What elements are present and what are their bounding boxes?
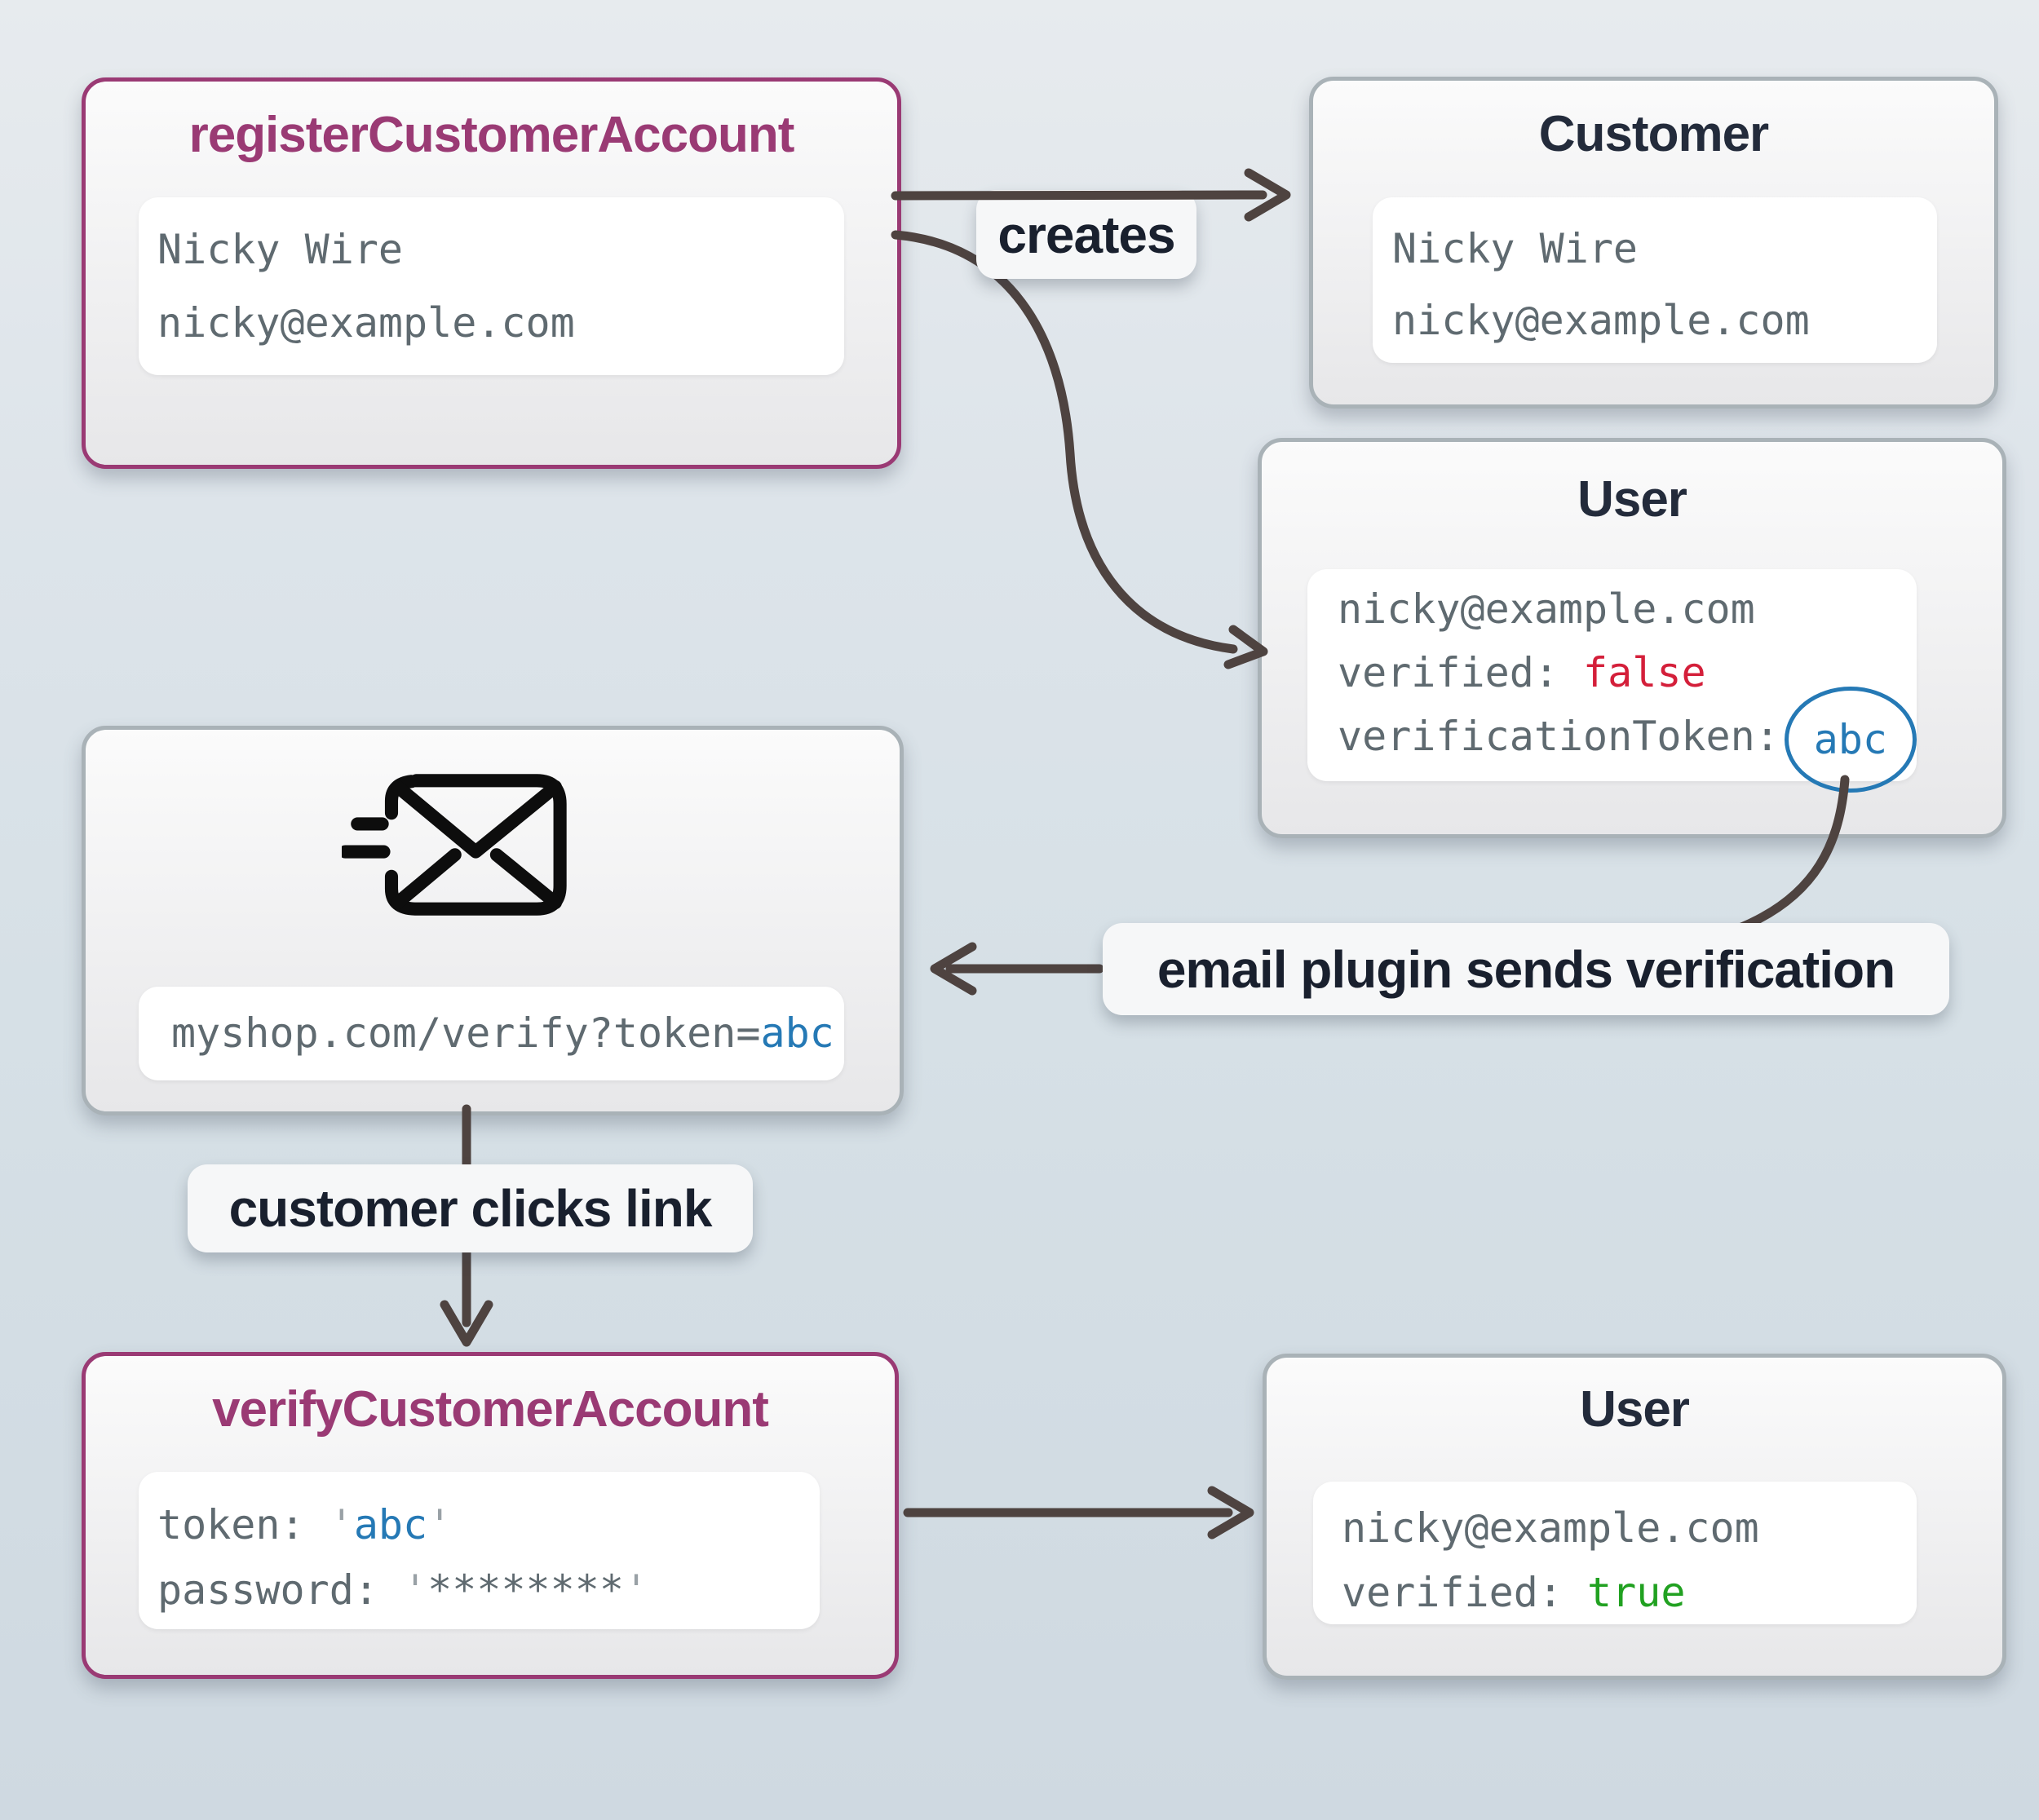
user-verified-payload: nicky@example.com verified: true	[1313, 1482, 1917, 1624]
register-card-title: registerCustomerAccount	[188, 107, 795, 163]
customer-card-payload: Nicky Wire nicky@example.com	[1373, 197, 1937, 363]
email-plugin-label: email plugin sends verification	[1103, 923, 1949, 1015]
arrowhead-verify-to-user	[1207, 1486, 1254, 1539]
verified-true-value: true	[1587, 1569, 1686, 1616]
user-verified-email-value: nicky@example.com	[1342, 1504, 1759, 1552]
register-name-value: Nicky Wire	[157, 226, 404, 273]
user-unverified-email-value: nicky@example.com	[1338, 585, 1755, 633]
mail-send-icon	[342, 774, 567, 916]
verification-link-box: myshop.com/verify?token=abc	[139, 987, 844, 1080]
customer-clicks-link-label: customer clicks link	[188, 1164, 753, 1252]
register-customer-account-card: registerCustomerAccount Nicky Wire nicky…	[82, 77, 901, 469]
user-unverified-card-title: User	[1577, 471, 1687, 528]
user-verified-card-title: User	[1580, 1381, 1690, 1438]
customer-email-value: nicky@example.com	[1392, 297, 1810, 344]
user-verified-card: User nicky@example.com verified: true	[1263, 1354, 2006, 1680]
token-highlight-circle: abc	[1784, 686, 1917, 793]
user-verified-verified-row: verified: true	[1342, 1569, 1686, 1616]
user-unverified-verified-row: verified: false	[1338, 649, 1706, 696]
url-token-value: abc	[760, 1009, 834, 1057]
register-email-value: nicky@example.com	[157, 299, 575, 347]
register-card-payload: Nicky Wire nicky@example.com	[139, 197, 844, 375]
verify-password-row: password: '********'	[157, 1566, 649, 1614]
customer-card: Customer Nicky Wire nicky@example.com	[1309, 77, 1998, 409]
arrowhead-label-to-email	[930, 942, 977, 996]
verification-email-card: myshop.com/verify?token=abc	[82, 726, 904, 1115]
verify-card-payload: token: 'abc' password: '********'	[139, 1472, 820, 1629]
arrowhead-register-to-customer	[1244, 168, 1291, 222]
verify-token-row: token: 'abc'	[157, 1501, 453, 1548]
customer-name-value: Nicky Wire	[1392, 225, 1639, 272]
customer-card-title: Customer	[1538, 106, 1769, 162]
user-unverified-token-row: verificationToken:abc	[1338, 686, 1917, 793]
verify-card-title: verifyCustomerAccount	[212, 1381, 769, 1438]
user-unverified-card: User nicky@example.com verified: false v…	[1258, 438, 2006, 838]
verification-link-url: myshop.com/verify?token=abc	[171, 1009, 834, 1057]
password-masked-value: ********	[427, 1566, 624, 1614]
arrow-register-to-user	[891, 230, 1238, 654]
verified-false-value: false	[1583, 649, 1706, 696]
verification-token-value: abc	[1813, 715, 1888, 763]
verify-customer-account-card: verifyCustomerAccount token: 'abc' passw…	[82, 1352, 899, 1679]
arrowhead-email-to-verify	[440, 1300, 493, 1347]
creates-label: creates	[976, 190, 1196, 279]
verify-token-value: abc	[353, 1501, 428, 1548]
user-unverified-payload: nicky@example.com verified: false verifi…	[1307, 569, 1917, 793]
